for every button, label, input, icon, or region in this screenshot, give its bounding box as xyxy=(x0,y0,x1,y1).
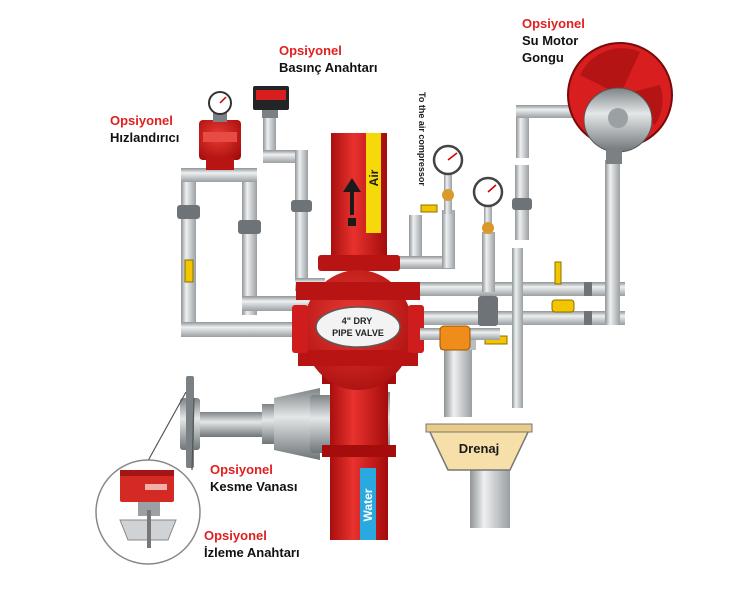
valve-label-line1: 4" DRY xyxy=(342,316,372,326)
optional-tag: Opsiyonel xyxy=(522,16,585,31)
drain-label: Drenaj xyxy=(459,441,499,456)
motor-gong-name: Su Motor Gongu xyxy=(522,33,579,65)
pressure-gauge-icon xyxy=(472,176,504,234)
optional-tag: Opsiyonel xyxy=(210,462,273,477)
pressure-gauge-icon xyxy=(432,144,464,214)
flow-arrow-icon xyxy=(343,178,361,226)
water-label: Water xyxy=(361,488,375,521)
optional-tag: Opsiyonel xyxy=(204,528,267,543)
shutoff-valve-name: Kesme Vanası xyxy=(210,479,298,494)
monitor-switch-label: Opsiyonel İzleme Anahtarı xyxy=(204,527,300,561)
optional-tag: Opsiyonel xyxy=(279,43,342,58)
dry-pipe-valve-body xyxy=(292,270,424,390)
monitor-switch-name: İzleme Anahtarı xyxy=(204,545,300,560)
optional-tag: Opsiyonel xyxy=(110,113,173,128)
trim-piping xyxy=(177,105,625,528)
accelerator-name: Hızlandırıcı xyxy=(110,130,180,145)
drain-cup xyxy=(425,423,533,471)
water-motor-gong-device xyxy=(567,42,673,164)
monitor-switch-inset xyxy=(95,391,201,565)
valve-label-line2: PIPE VALVE xyxy=(332,328,384,338)
pressure-switch-name: Basınç Anahtarı xyxy=(279,60,378,75)
air-label: Air xyxy=(367,169,381,186)
accelerator-device xyxy=(199,91,241,170)
pressure-switch-label: Opsiyonel Basınç Anahtarı xyxy=(279,42,378,76)
pressure-switch-device xyxy=(253,86,289,118)
alarm-fitting xyxy=(420,325,500,351)
shutoff-valve-label: Opsiyonel Kesme Vanası xyxy=(210,461,297,495)
compressor-label: To the air compressor xyxy=(417,92,427,186)
accelerator-label: Opsiyonel Hızlandırıcı xyxy=(110,112,179,146)
motor-gong-label: Opsiyonel Su Motor Gongu xyxy=(522,15,585,66)
